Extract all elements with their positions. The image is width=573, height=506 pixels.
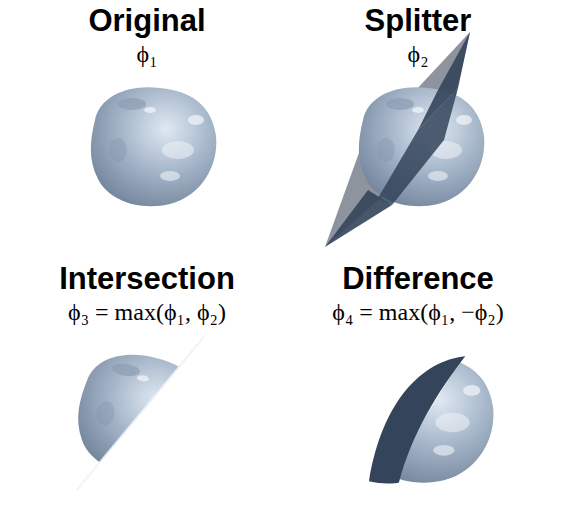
formula: ϕ₂ — [408, 40, 429, 68]
panel-title: Splitter — [365, 4, 472, 38]
difference-shape — [359, 355, 493, 483]
intersection-shape — [68, 321, 216, 506]
formula: ϕ₃ = max(ϕ₁, ϕ₂) — [68, 298, 226, 326]
panel-title: Original — [88, 4, 205, 38]
formula: ϕ₁ — [137, 40, 158, 68]
original-shape — [91, 87, 216, 206]
panel-title: Intersection — [59, 262, 235, 296]
panel-title: Difference — [342, 262, 494, 296]
formula: ϕ₄ = max(ϕ₁, −ϕ₂) — [332, 298, 503, 326]
splitter-shape — [325, 32, 484, 247]
